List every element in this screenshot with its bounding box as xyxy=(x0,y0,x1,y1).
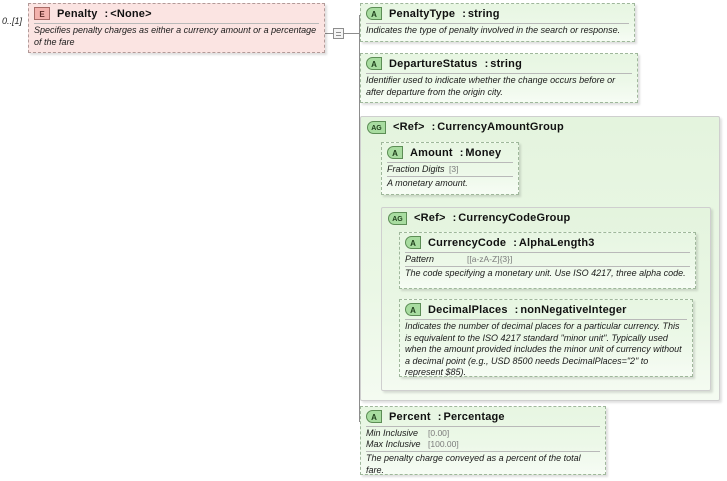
departurestatus-separator: : xyxy=(484,57,489,70)
penaltytype-attribute-box[interactable]: A PenaltyType : string Indicates the typ… xyxy=(360,3,635,42)
currencycodegroup-separator: : xyxy=(452,212,457,224)
attribute-badge-icon: A xyxy=(366,410,382,423)
percent-type: Percentage xyxy=(443,410,505,423)
currencycode-type: AlphaLength3 xyxy=(518,236,595,249)
connector-branch-penaltytype-v xyxy=(359,15,360,33)
facet-row: Pattern [[a-zA-Z]{3}] xyxy=(405,254,690,265)
penalty-type: <None> xyxy=(110,7,152,20)
amount-title-row: A Amount : Money xyxy=(382,143,518,162)
facet-value: [[a-zA-Z]{3}] xyxy=(467,254,513,264)
percent-separator: : xyxy=(437,410,442,423)
facet-label: Fraction Digits xyxy=(387,164,445,174)
connector-root-to-equals xyxy=(325,33,333,34)
decimalplaces-attribute-box[interactable]: A DecimalPlaces : nonNegativeInteger Ind… xyxy=(399,299,693,377)
attribute-badge-icon: A xyxy=(387,146,403,159)
departurestatus-type: string xyxy=(490,57,523,70)
percent-title-row: A Percent : Percentage xyxy=(361,407,605,426)
facet-label: Pattern xyxy=(405,254,435,264)
attribute-badge-icon: A xyxy=(405,236,421,249)
currencycodegroup-title-row: AG <Ref> : CurrencyCodeGroup xyxy=(382,208,710,227)
currencycode-name: CurrencyCode xyxy=(428,236,507,249)
penaltytype-divider xyxy=(366,23,629,24)
departurestatus-documentation: Identifier used to indicate whether the … xyxy=(366,75,616,97)
facet-value: [100.00] xyxy=(428,439,459,449)
currencycode-divider-bottom xyxy=(405,266,690,267)
penalty-title-row: E Penalty : <None> xyxy=(29,4,324,23)
penalty-divider xyxy=(34,23,319,24)
currencycode-separator: : xyxy=(513,236,517,249)
penalty-documentation: Specifies penalty charges as either a cu… xyxy=(34,25,317,47)
penalty-separator: : xyxy=(104,7,109,20)
amount-separator: : xyxy=(459,146,464,159)
decimalplaces-documentation: Indicates the number of decimal places f… xyxy=(405,321,682,377)
facet-value: [3] xyxy=(449,164,459,174)
connector-trunk-vertical xyxy=(359,33,360,421)
attribute-group-badge-icon: AG xyxy=(388,211,407,225)
decimalplaces-separator: : xyxy=(514,303,519,316)
currencyamountgroup-separator: : xyxy=(431,121,436,133)
currencyamountgroup-ref: <Ref> xyxy=(393,121,425,133)
amount-name: Amount xyxy=(410,146,453,159)
connector-equals-to-trunk xyxy=(344,33,360,34)
currencycode-documentation: The code specifying a monetary unit. Use… xyxy=(405,268,686,278)
departurestatus-attribute-box[interactable]: A DepartureStatus : string Identifier us… xyxy=(360,53,638,103)
facet-row: Min Inclusive [0.00] xyxy=(366,428,600,439)
departurestatus-name: DepartureStatus xyxy=(389,57,478,70)
amount-divider-bottom xyxy=(387,176,513,177)
amount-divider-top xyxy=(387,162,513,163)
currencycode-facets: Pattern [[a-zA-Z]{3}] xyxy=(400,253,695,266)
decimalplaces-title-row: A DecimalPlaces : nonNegativeInteger xyxy=(400,300,692,319)
currencycode-title-row: A CurrencyCode : AlphaLength3 xyxy=(400,233,695,252)
attribute-badge-icon: A xyxy=(405,303,421,316)
penalty-element-box[interactable]: E Penalty : <None> Specifies penalty cha… xyxy=(28,3,325,53)
cardinality-label: 0..[1] xyxy=(2,16,23,26)
element-badge-icon: E xyxy=(34,7,50,20)
amount-facets: Fraction Digits [3] xyxy=(382,163,518,176)
penaltytype-type: string xyxy=(467,7,500,20)
departurestatus-divider xyxy=(366,73,632,74)
facet-row: Fraction Digits [3] xyxy=(387,164,513,175)
currencycodegroup-ref: <Ref> xyxy=(414,212,446,224)
percent-documentation: The penalty charge conveyed as a percent… xyxy=(366,453,581,475)
penalty-name: Penalty xyxy=(57,7,98,20)
penaltytype-name: PenaltyType xyxy=(389,7,456,20)
decimalplaces-divider xyxy=(405,319,687,320)
percent-facets: Min Inclusive [0.00] Max Inclusive [100.… xyxy=(361,427,605,451)
currencycode-attribute-box[interactable]: A CurrencyCode : AlphaLength3 Pattern [[… xyxy=(399,232,696,289)
decimalplaces-type: nonNegativeInteger xyxy=(520,303,627,316)
percent-divider-top xyxy=(366,426,600,427)
facet-value: [0.00] xyxy=(428,428,450,438)
currencyamountgroup-type: CurrencyAmountGroup xyxy=(437,121,564,133)
penaltytype-separator: : xyxy=(462,7,466,20)
percent-divider-bottom xyxy=(366,451,600,452)
amount-documentation: A monetary amount. xyxy=(387,178,468,188)
currencycode-divider-top xyxy=(405,252,690,253)
currencycodegroup-type: CurrencyCodeGroup xyxy=(458,212,571,224)
attribute-badge-icon: A xyxy=(366,7,382,20)
attribute-badge-icon: A xyxy=(366,57,382,70)
amount-attribute-box[interactable]: A Amount : Money Fraction Digits [3] A m… xyxy=(381,142,519,195)
facet-label: Max Inclusive xyxy=(366,439,421,449)
departurestatus-title-row: A DepartureStatus : string xyxy=(361,54,637,73)
equals-box-icon xyxy=(333,28,344,39)
decimalplaces-name: DecimalPlaces xyxy=(428,303,508,316)
penaltytype-documentation: Indicates the type of penalty involved i… xyxy=(366,25,621,35)
currencyamountgroup-title-row: AG <Ref> : CurrencyAmountGroup xyxy=(361,117,719,136)
percent-name: Percent xyxy=(389,410,431,423)
amount-type: Money xyxy=(465,146,502,159)
penaltytype-title-row: A PenaltyType : string xyxy=(361,4,634,23)
attribute-group-badge-icon: AG xyxy=(367,120,386,134)
percent-attribute-box[interactable]: A Percent : Percentage Min Inclusive [0.… xyxy=(360,406,606,475)
facet-row: Max Inclusive [100.00] xyxy=(366,439,600,450)
facet-label: Min Inclusive xyxy=(366,428,419,438)
